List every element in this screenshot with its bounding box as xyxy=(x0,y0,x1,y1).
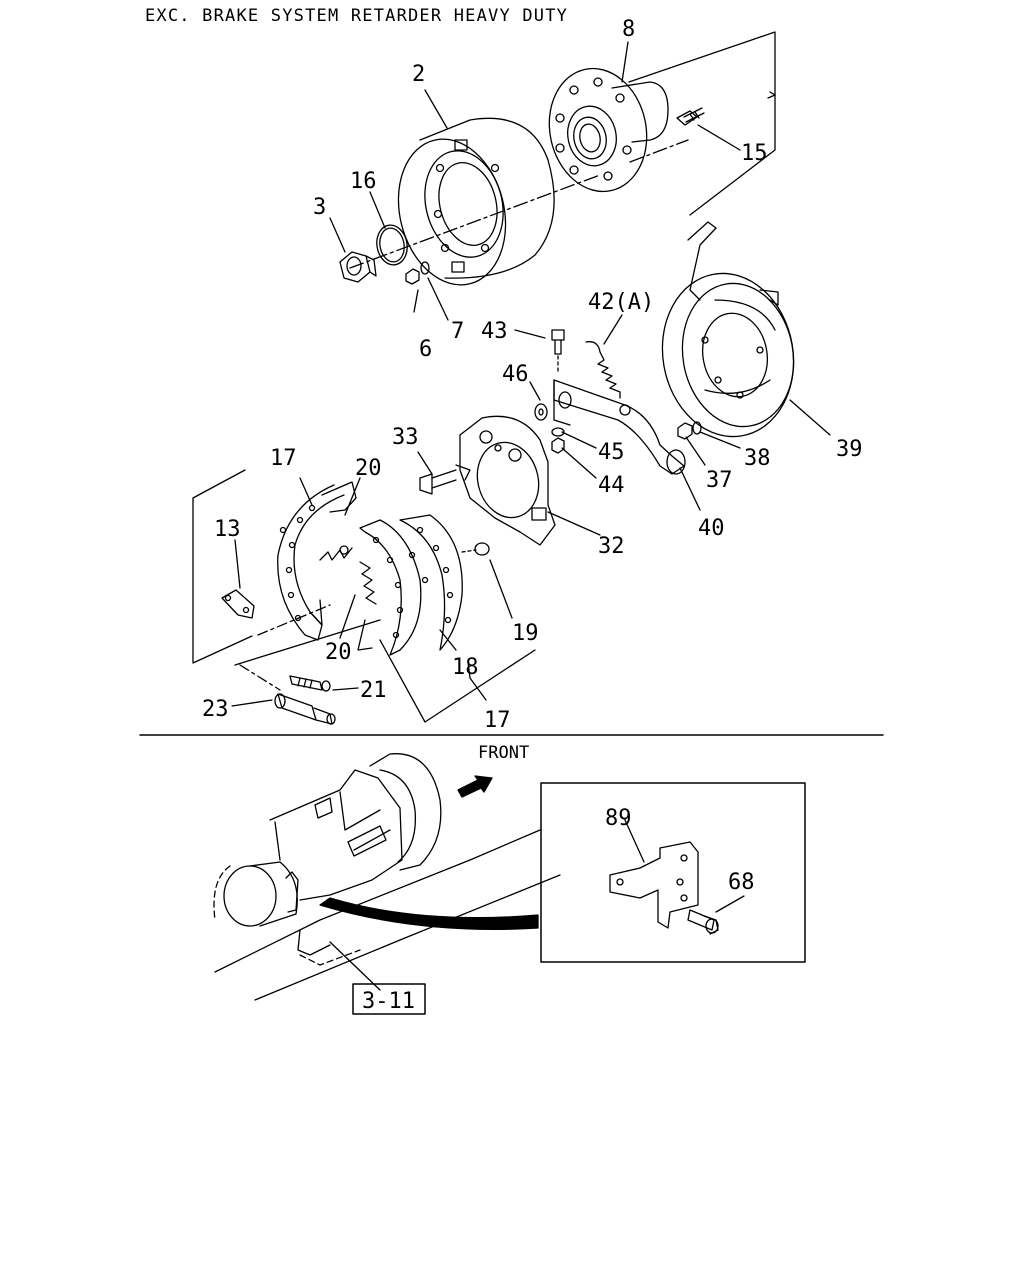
callout-38: 38 xyxy=(744,446,771,471)
callout-17-lower: 17 xyxy=(484,708,511,733)
part-19-pin[interactable] xyxy=(462,543,489,555)
callout-21: 21 xyxy=(360,678,387,703)
part-39-backing-plate[interactable] xyxy=(650,222,807,447)
part-16-ring[interactable] xyxy=(374,223,410,268)
part-42-spring[interactable] xyxy=(586,342,620,398)
part-3-nut[interactable] xyxy=(340,252,376,282)
part-6-nut[interactable] xyxy=(406,269,419,284)
part-46-washer[interactable] xyxy=(535,404,547,420)
callout-39: 39 xyxy=(836,437,863,462)
part-20-spring-upper[interactable] xyxy=(320,546,352,560)
callout-40: 40 xyxy=(698,516,725,541)
callout-23: 23 xyxy=(202,697,229,722)
part-45-washer[interactable] xyxy=(552,428,564,436)
callout-42a: 42(A) xyxy=(588,290,654,315)
part-13-link-plate[interactable] xyxy=(222,590,254,618)
callout-46: 46 xyxy=(502,362,529,387)
transmission-overview xyxy=(214,754,560,1000)
callout-13: 13 xyxy=(214,517,241,542)
reference-label: 3-11 xyxy=(362,989,415,1014)
callout-16: 16 xyxy=(350,169,377,194)
part-23-adjuster-body[interactable] xyxy=(275,694,335,724)
reference-3-11[interactable]: 3-11 xyxy=(353,984,425,1014)
callout-8: 8 xyxy=(622,17,635,42)
callout-15: 15 xyxy=(741,141,768,166)
part-33-bolt[interactable] xyxy=(420,470,456,494)
part-20-spring-lower[interactable] xyxy=(360,562,376,604)
callout-2: 2 xyxy=(412,62,425,87)
callout-3: 3 xyxy=(313,195,326,220)
diagram-title: EXC. BRAKE SYSTEM RETARDER HEAVY DUTY xyxy=(145,6,568,26)
callout-43: 43 xyxy=(481,319,508,344)
callout-20-upper: 20 xyxy=(355,456,382,481)
callout-37: 37 xyxy=(706,468,733,493)
part-44-nut[interactable] xyxy=(552,438,564,453)
part-38-washer[interactable] xyxy=(693,422,701,434)
leader-lines xyxy=(232,42,830,912)
part-7-washer[interactable] xyxy=(421,262,429,274)
callout-89: 89 xyxy=(605,806,632,831)
part-18-brake-lining[interactable] xyxy=(358,515,462,655)
part-2-brake-drum[interactable] xyxy=(384,118,555,296)
part-8-hub[interactable] xyxy=(538,59,668,200)
callout-44: 44 xyxy=(598,473,625,498)
callout-17-upper: 17 xyxy=(270,446,297,471)
callout-20-lower: 20 xyxy=(325,640,352,665)
part-15-bolt[interactable] xyxy=(677,108,704,125)
part-37-nut[interactable] xyxy=(678,423,692,439)
callout-33: 33 xyxy=(392,425,419,450)
part-68-bolt[interactable] xyxy=(688,910,718,934)
callout-18: 18 xyxy=(452,655,479,680)
part-17-brake-shoe[interactable] xyxy=(278,482,356,640)
callout-45: 45 xyxy=(598,440,625,465)
front-label: FRONT xyxy=(478,743,529,763)
part-40-lever[interactable] xyxy=(554,380,685,474)
front-arrow-icon xyxy=(458,776,492,797)
callout-32: 32 xyxy=(598,534,625,559)
callout-68: 68 xyxy=(728,870,755,895)
part-43-bolt[interactable] xyxy=(552,330,564,372)
callout-7: 7 xyxy=(451,319,464,344)
inset-detail xyxy=(541,783,805,962)
part-89-bracket[interactable] xyxy=(610,842,698,928)
callout-labels: 2 3 6 7 8 13 15 16 17 17 18 19 20 20 21 … xyxy=(202,17,863,895)
part-32-bracket[interactable] xyxy=(456,416,555,545)
part-21-adjuster[interactable] xyxy=(290,676,330,691)
callout-19: 19 xyxy=(512,621,539,646)
callout-6: 6 xyxy=(419,337,432,362)
